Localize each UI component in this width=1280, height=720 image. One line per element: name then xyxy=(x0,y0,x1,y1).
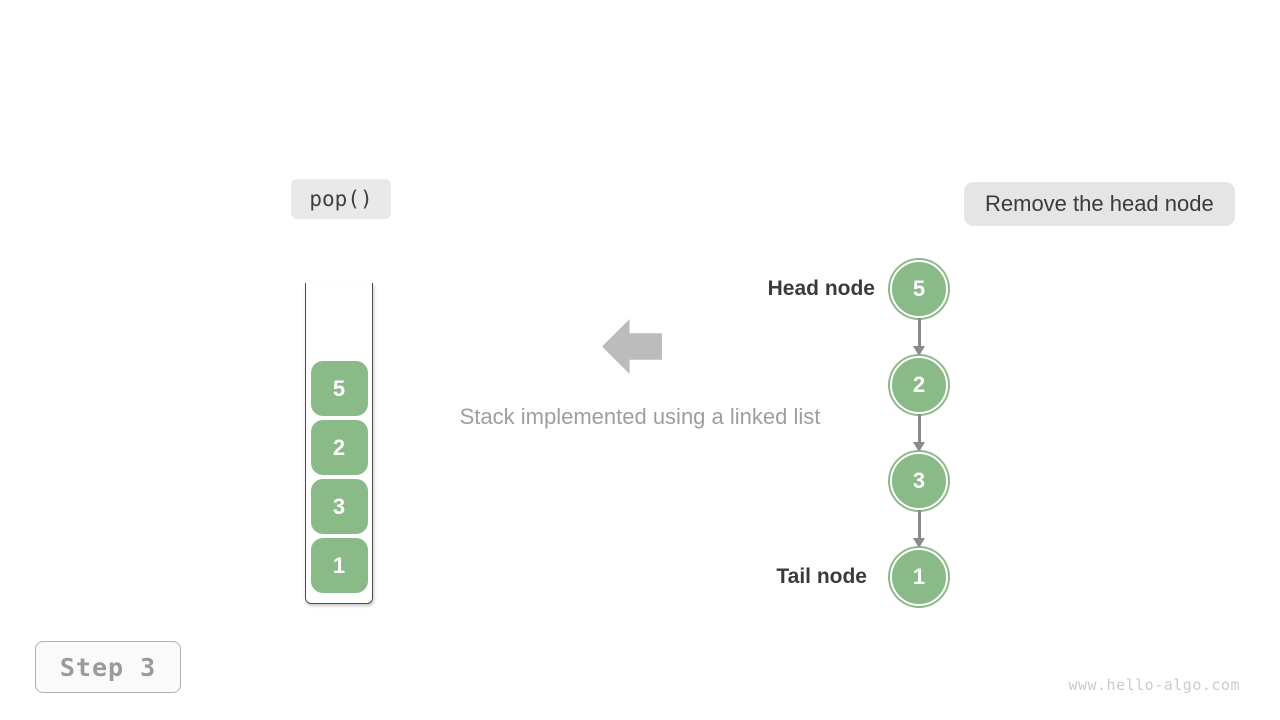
tail-node-label: Tail node xyxy=(776,565,867,588)
node-value: 1 xyxy=(912,564,926,589)
stack-item: 1 xyxy=(310,538,368,593)
arrow-head xyxy=(913,442,925,452)
stack-item: 3 xyxy=(310,479,368,534)
operation-badge: pop() xyxy=(291,179,391,219)
stack-item-value: 5 xyxy=(332,375,346,401)
node-value: 3 xyxy=(912,468,926,493)
linked-list-node: 5 xyxy=(890,260,948,318)
arrow-head xyxy=(913,538,925,548)
down-arrow-icon xyxy=(913,318,925,356)
watermark-text: www.hello-algo.com xyxy=(1068,676,1240,694)
stack-item-value: 3 xyxy=(332,493,346,519)
arrow-stem xyxy=(917,414,921,442)
linked-list: 5 2 3 1 xyxy=(890,260,948,606)
node-value: 5 xyxy=(912,276,926,301)
description-badge: Remove the head node xyxy=(964,182,1235,226)
stack-item: 2 xyxy=(310,420,368,475)
node-value: 2 xyxy=(912,372,926,397)
linked-list-node: 2 xyxy=(890,356,948,414)
stack-item-value: 1 xyxy=(332,552,346,578)
arrow-stem xyxy=(917,510,921,538)
down-arrow-icon xyxy=(913,414,925,452)
stack-item-value: 2 xyxy=(332,434,346,460)
down-arrow-icon xyxy=(913,510,925,548)
step-badge: Step 3 xyxy=(35,641,181,693)
left-block-arrow-icon xyxy=(602,319,662,374)
arrow-head xyxy=(913,346,925,356)
linked-list-node: 1 xyxy=(890,548,948,606)
operation-label: pop() xyxy=(309,187,373,211)
stack-container: 5 2 3 1 xyxy=(305,283,373,604)
stack-item: 5 xyxy=(310,361,368,416)
description-label: Remove the head node xyxy=(985,191,1214,216)
arrow-stem xyxy=(917,318,921,346)
head-node-label: Head node xyxy=(767,277,875,300)
caption-text: Stack implemented using a linked list xyxy=(459,404,821,429)
step-label: Step 3 xyxy=(59,652,157,682)
linked-list-node: 3 xyxy=(890,452,948,510)
